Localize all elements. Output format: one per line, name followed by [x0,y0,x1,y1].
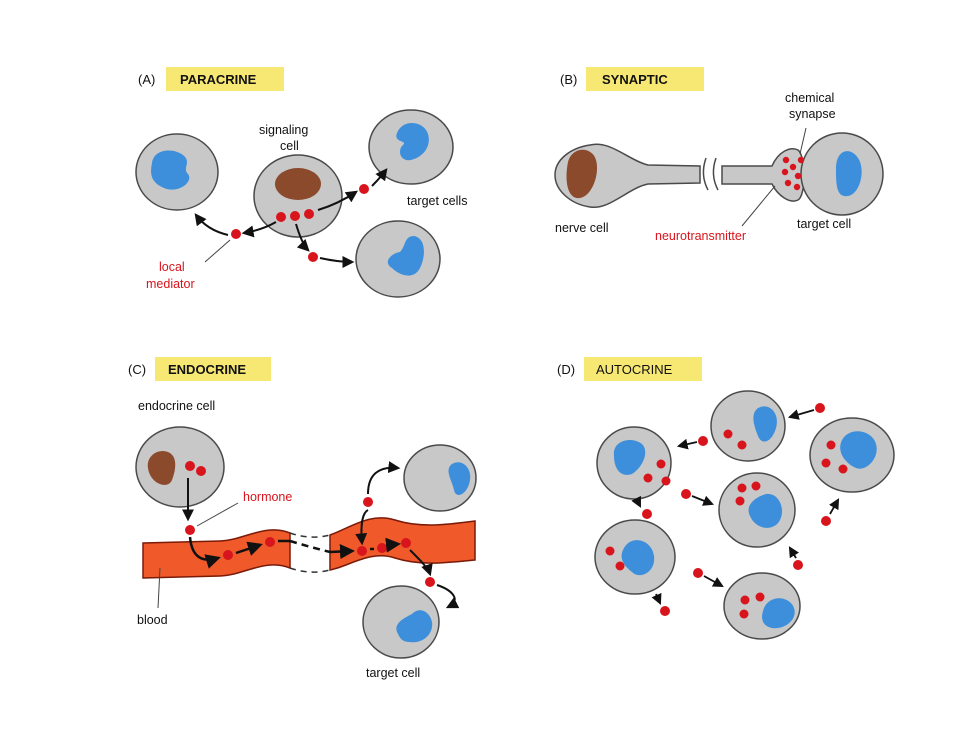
autocrine-cell [723,572,801,640]
chemical-synapse-label: synapse [789,107,836,121]
nucleus [448,462,471,495]
panel-autocrine: (D) AUTOCRINE [557,357,895,640]
hormone-label: hormone [243,490,292,504]
mediator-arrows [194,168,388,268]
endocrine-cell-label: endocrine cell [138,399,215,413]
nucleus [387,236,424,276]
endocrine-cell [135,426,225,508]
local-mediator-label: mediator [146,277,195,291]
nerve-cell-label: nerve cell [555,221,609,235]
autocrine-cell [594,519,676,595]
target-cell [362,585,440,659]
target-cell [403,444,477,512]
chemical-synapse-label: chemical [785,91,834,105]
target-cell [800,132,884,216]
autocrine-cell [809,417,895,493]
nucleus [275,168,321,200]
signaling-cell-label: cell [280,139,299,153]
target-cell-label: target cell [797,217,851,231]
axon-terminal [721,148,805,202]
nucleus [396,610,433,643]
target-cells-label: target cells [407,194,467,208]
panel-endocrine: (C) ENDOCRINE endocrine cell [128,357,477,680]
autocrine-cell [718,472,796,548]
blood-vessel [142,529,291,579]
panel-synaptic: (B) SYNAPTIC chemical synapse nerv [554,67,884,243]
nucleus [147,450,176,485]
target-cell [355,220,441,298]
nucleus [566,149,598,199]
panel-d-letter: (D) [557,362,575,377]
panel-a-letter: (A) [138,72,155,87]
blood-label: blood [137,613,168,627]
panel-d-title-highlight [584,357,702,381]
panel-c-letter: (C) [128,362,146,377]
nucleus [151,150,190,190]
panel-c-title-highlight [155,357,271,381]
nucleus [836,151,862,197]
panel-c-title: ENDOCRINE [168,362,246,377]
panel-b-letter: (B) [560,72,577,87]
panel-b-title: SYNAPTIC [602,72,668,87]
panel-d-title: AUTOCRINE [596,362,673,377]
panel-b-title-highlight [586,67,704,91]
neurotransmitter-label: neurotransmitter [655,229,746,243]
autocrine-signals [631,403,840,616]
signaling-cell-label: signaling [259,123,308,137]
panel-paracrine: (A) PARACRINE [135,67,467,298]
autocrine-cell [710,390,786,462]
target-cell [368,109,454,185]
neurotransmitter-dots [781,156,805,191]
signaling-cell [253,154,343,238]
hormone-path [182,461,460,609]
target-cell [135,133,219,211]
autocrine-cell [596,426,672,500]
panel-a-title-highlight [166,67,284,91]
local-mediator-label: local [159,260,185,274]
nucleus [396,122,429,161]
target-cell-label: target cell [366,666,420,680]
panel-a-title: PARACRINE [180,72,257,87]
